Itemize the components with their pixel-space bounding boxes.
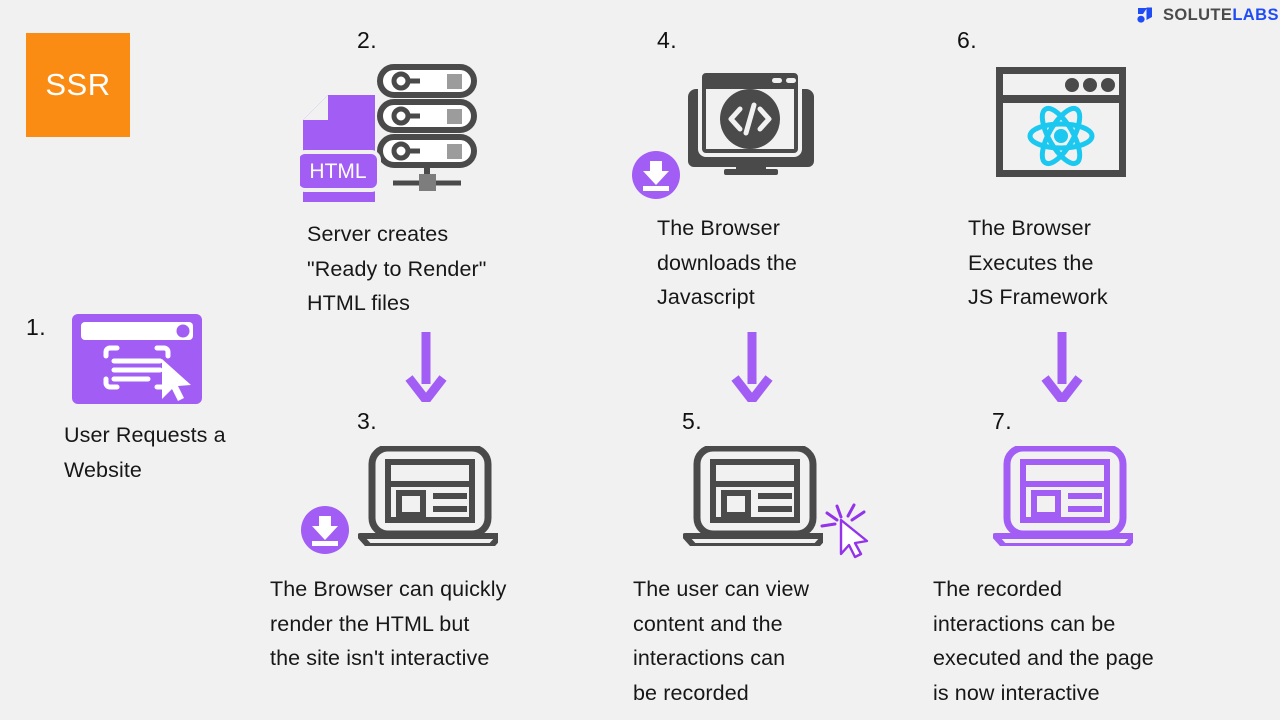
arrow-step2-to-step3 — [404, 332, 448, 408]
logo-word-labs: LABS — [1232, 5, 1279, 24]
browser-window-cursor-icon — [71, 313, 203, 405]
step-6-caption: The Browser Executes the JS Framework — [968, 216, 1108, 309]
step-1-number: 1. — [26, 314, 47, 340]
step-3-caption: The Browser can quickly render the HTML … — [270, 577, 507, 670]
server-rack-html-file-icon: HTML — [300, 62, 480, 212]
browser-react-atom-icon — [996, 67, 1126, 177]
step-3-number: 3. — [357, 408, 378, 434]
solutelabs-logo: SOLUTELABS — [1134, 4, 1279, 26]
logo-wordmark: SOLUTELABS — [1163, 6, 1279, 25]
laptop-download-icon — [358, 446, 498, 546]
laptop-active-purple-icon — [993, 446, 1133, 546]
solutelabs-mark-icon — [1134, 4, 1156, 26]
logo-word-solute: SOLUTE — [1163, 5, 1233, 24]
download-badge-step3-icon — [301, 506, 349, 554]
download-badge-step4-icon — [632, 151, 680, 199]
step-7-number: 7. — [992, 408, 1013, 434]
step-4-number: 4. — [657, 27, 678, 53]
step-2-number: 2. — [357, 27, 378, 53]
html-file-label: HTML — [309, 160, 366, 183]
arrow-step4-to-step5 — [730, 332, 774, 408]
step-1-caption: User Requests a Website — [64, 423, 226, 482]
step-4-caption: The Browser downloads the Javascript — [657, 216, 797, 309]
step-5-caption: The user can view content and the intera… — [633, 577, 810, 705]
arrow-step6-to-step7 — [1040, 332, 1084, 408]
ssr-badge-label: SSR — [45, 67, 111, 102]
step-5-number: 5. — [682, 408, 703, 434]
click-cursor-icon — [818, 496, 876, 560]
laptop-click-cursor-icon — [683, 446, 823, 546]
step-7-caption: The recorded interactions can be execute… — [933, 577, 1154, 705]
step-6-number: 6. — [957, 27, 978, 53]
ssr-badge: SSR — [26, 33, 130, 137]
step-2-caption: Server creates "Ready to Render" HTML fi… — [307, 222, 487, 315]
monitor-code-download-icon — [686, 69, 816, 175]
